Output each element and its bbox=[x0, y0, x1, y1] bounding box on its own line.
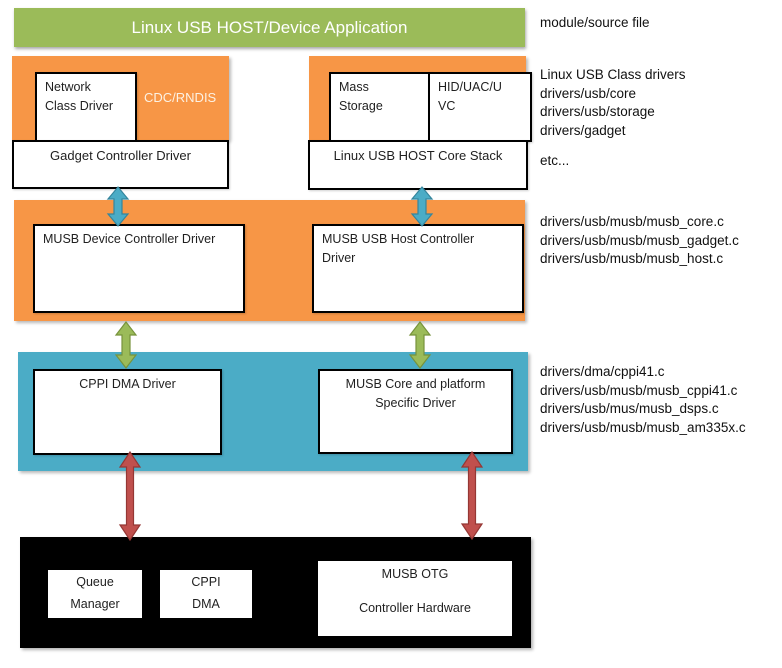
note-line: Linux USB Class drivers bbox=[540, 67, 686, 82]
gadget-to-musb-arrow bbox=[106, 186, 130, 227]
application-layer-title: Linux USB HOST/Device Application bbox=[131, 17, 408, 37]
platform-driver-layer: CPPI DMA Driver MUSB Core and platform S… bbox=[18, 352, 528, 471]
platform-files-note: drivers/dma/cppi41.c drivers/usb/musb/mu… bbox=[540, 363, 746, 437]
musb-controller-layer: MUSB Device Controller Driver MUSB USB H… bbox=[14, 200, 525, 321]
hid-uac-uvc-box: HID/UAC/U VC bbox=[428, 72, 532, 142]
queue-manager-box: Queue Manager bbox=[48, 570, 142, 618]
musb-core-platform-box: MUSB Core and platform Specific Driver bbox=[318, 369, 513, 454]
note-line: drivers/usb/musb/musb_cppi41.c bbox=[540, 382, 738, 398]
application-layer-banner: Linux USB HOST/Device Application bbox=[14, 8, 525, 47]
network-class-driver-box: Network Class Driver bbox=[35, 72, 137, 145]
class-drivers-note: Linux USB Class drivers drivers/usb/core… bbox=[540, 66, 686, 140]
cppi-dma-hw-box: CPPI DMA bbox=[160, 570, 252, 618]
musb-to-cppi-arrow bbox=[114, 321, 138, 369]
module-source-note: module/source file bbox=[540, 15, 650, 30]
note-line: drivers/usb/core bbox=[540, 85, 637, 101]
musb-otg-hardware-box: MUSB OTG Controller Hardware bbox=[318, 561, 512, 636]
host-to-musb-arrow bbox=[410, 186, 434, 227]
note-line: drivers/usb/mus/musb_dsps.c bbox=[540, 401, 719, 416]
cdc-rndis-label: CDC/RNDIS bbox=[144, 90, 217, 105]
cppi-to-hardware-arrow bbox=[118, 450, 142, 542]
note-line: drivers/usb/musb/musb_core.c bbox=[540, 214, 724, 229]
mass-storage-box: Mass Storage bbox=[329, 72, 433, 142]
cppi-dma-driver-box: CPPI DMA Driver bbox=[33, 369, 222, 455]
note-line: drivers/dma/cppi41.c bbox=[540, 364, 665, 379]
hardware-layer: Queue Manager CPPI DMA MUSB OTG Controll… bbox=[20, 537, 531, 648]
musb-device-controller-box: MUSB Device Controller Driver bbox=[33, 224, 245, 313]
etc-note: etc... bbox=[540, 153, 570, 168]
musb-to-platform-arrow bbox=[408, 321, 432, 369]
musb-host-controller-box: MUSB USB Host Controller Driver bbox=[312, 224, 524, 313]
musb-files-note: drivers/usb/musb/musb_core.c drivers/usb… bbox=[540, 213, 739, 269]
gadget-class-layer: Network Class Driver CDC/RNDIS bbox=[12, 56, 229, 145]
gadget-controller-driver-box: Gadget Controller Driver bbox=[12, 140, 229, 189]
note-line: drivers/usb/storage bbox=[540, 104, 655, 119]
platform-to-hardware-arrow bbox=[460, 450, 484, 541]
note-line: drivers/usb/musb/musb_host.c bbox=[540, 251, 724, 266]
note-line: drivers/usb/musb/musb_gadget.c bbox=[540, 232, 739, 248]
note-line: drivers/usb/musb/musb_am335x.c bbox=[540, 419, 746, 435]
usb-host-core-stack-box: Linux USB HOST Core Stack bbox=[308, 140, 528, 190]
note-line: drivers/gadget bbox=[540, 122, 626, 138]
host-class-layer: Mass Storage HID/UAC/U VC bbox=[309, 56, 532, 142]
